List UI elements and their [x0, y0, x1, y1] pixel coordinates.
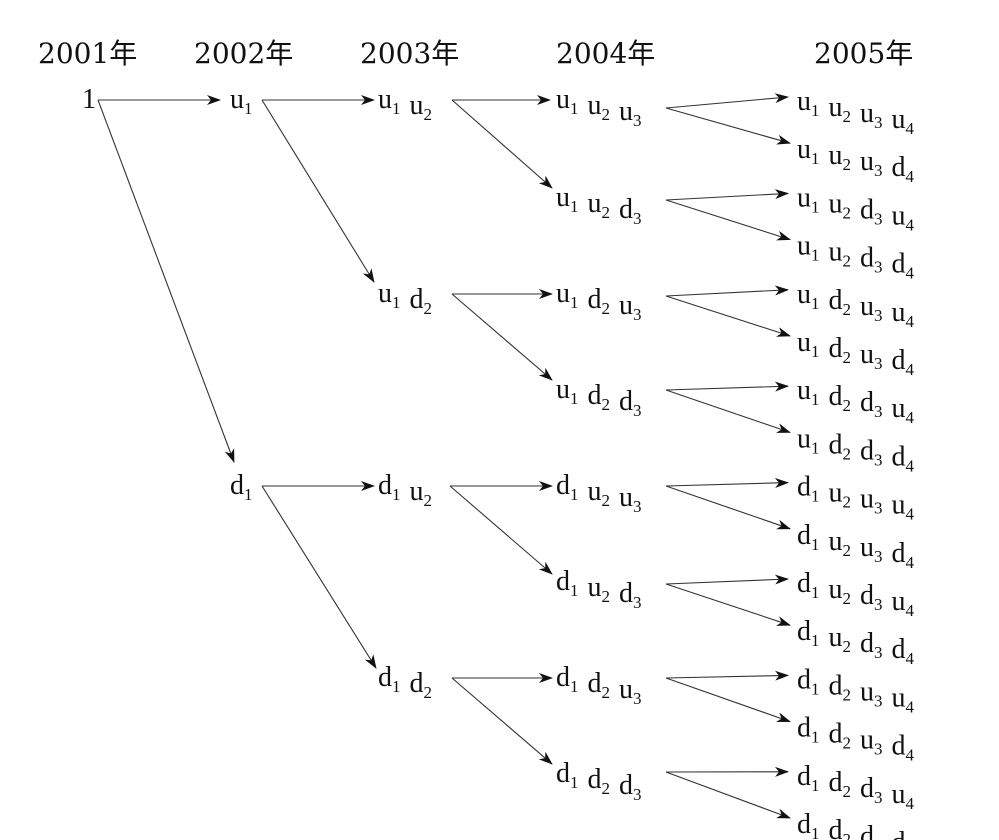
- edge-u1u2u3-to-u1u2u3d4: [665, 107, 791, 145]
- year-label-2002: 2002年: [194, 37, 293, 70]
- year-label-2004: 2004年: [556, 37, 655, 70]
- year-header-row: 2001年 2002年 2003年 2004年 2005年: [38, 37, 913, 70]
- node-d1: d1: [230, 470, 253, 504]
- node-d1d2d3d4: d1d2d3d4: [797, 809, 915, 840]
- edge-u1d2-to-u1d2d3: [451, 293, 553, 381]
- edge-root-to-d1: [97, 99, 235, 463]
- edge-d1d2u3-to-d1d2u3d4: [665, 677, 791, 723]
- edge-d1-to-d1d2: [261, 485, 377, 669]
- edge-u1d2d3-to-u1d2d3d4: [665, 389, 791, 433]
- tree-edges: [97, 93, 791, 819]
- edge-u1-to-u1d2: [261, 99, 375, 283]
- node-u1: u1: [230, 84, 253, 118]
- edge-d1u2d3-to-d1u2d3u4: [665, 574, 789, 585]
- edge-u1d2d3-to-u1d2d3u4: [665, 381, 789, 392]
- edge-d1u2-to-d1u2d3: [449, 485, 553, 575]
- edge-u1u2d3-to-u1u2d3u4: [665, 189, 789, 201]
- edge-d1d2-to-d1d2d3: [451, 677, 553, 765]
- edge-u1d2u3-to-u1d2u3u4: [665, 285, 789, 297]
- year-label-2001: 2001年: [38, 37, 137, 70]
- edge-u1u2d3-to-u1u2d3d4: [665, 199, 791, 241]
- edge-d1u2u3-to-d1u2u3u4: [665, 477, 789, 488]
- year-label-2003: 2003年: [360, 37, 459, 70]
- edge-d1d2d3-to-d1d2d3d4: [665, 771, 791, 819]
- edge-d1u2d3-to-d1u2d3d4: [665, 583, 791, 626]
- edge-d1u2u3-to-d1u2u3d4: [665, 485, 791, 530]
- node-root: 1: [82, 84, 96, 115]
- edge-u1u2u3-to-u1u2u3u4: [665, 93, 789, 109]
- edge-u1d2u3-to-u1d2u3d4: [665, 295, 791, 337]
- year-label-2005: 2005年: [814, 37, 913, 70]
- edge-d1d2u3-to-d1d2u3u4: [665, 670, 789, 681]
- edge-u1u2-to-u1u2d3: [451, 99, 553, 189]
